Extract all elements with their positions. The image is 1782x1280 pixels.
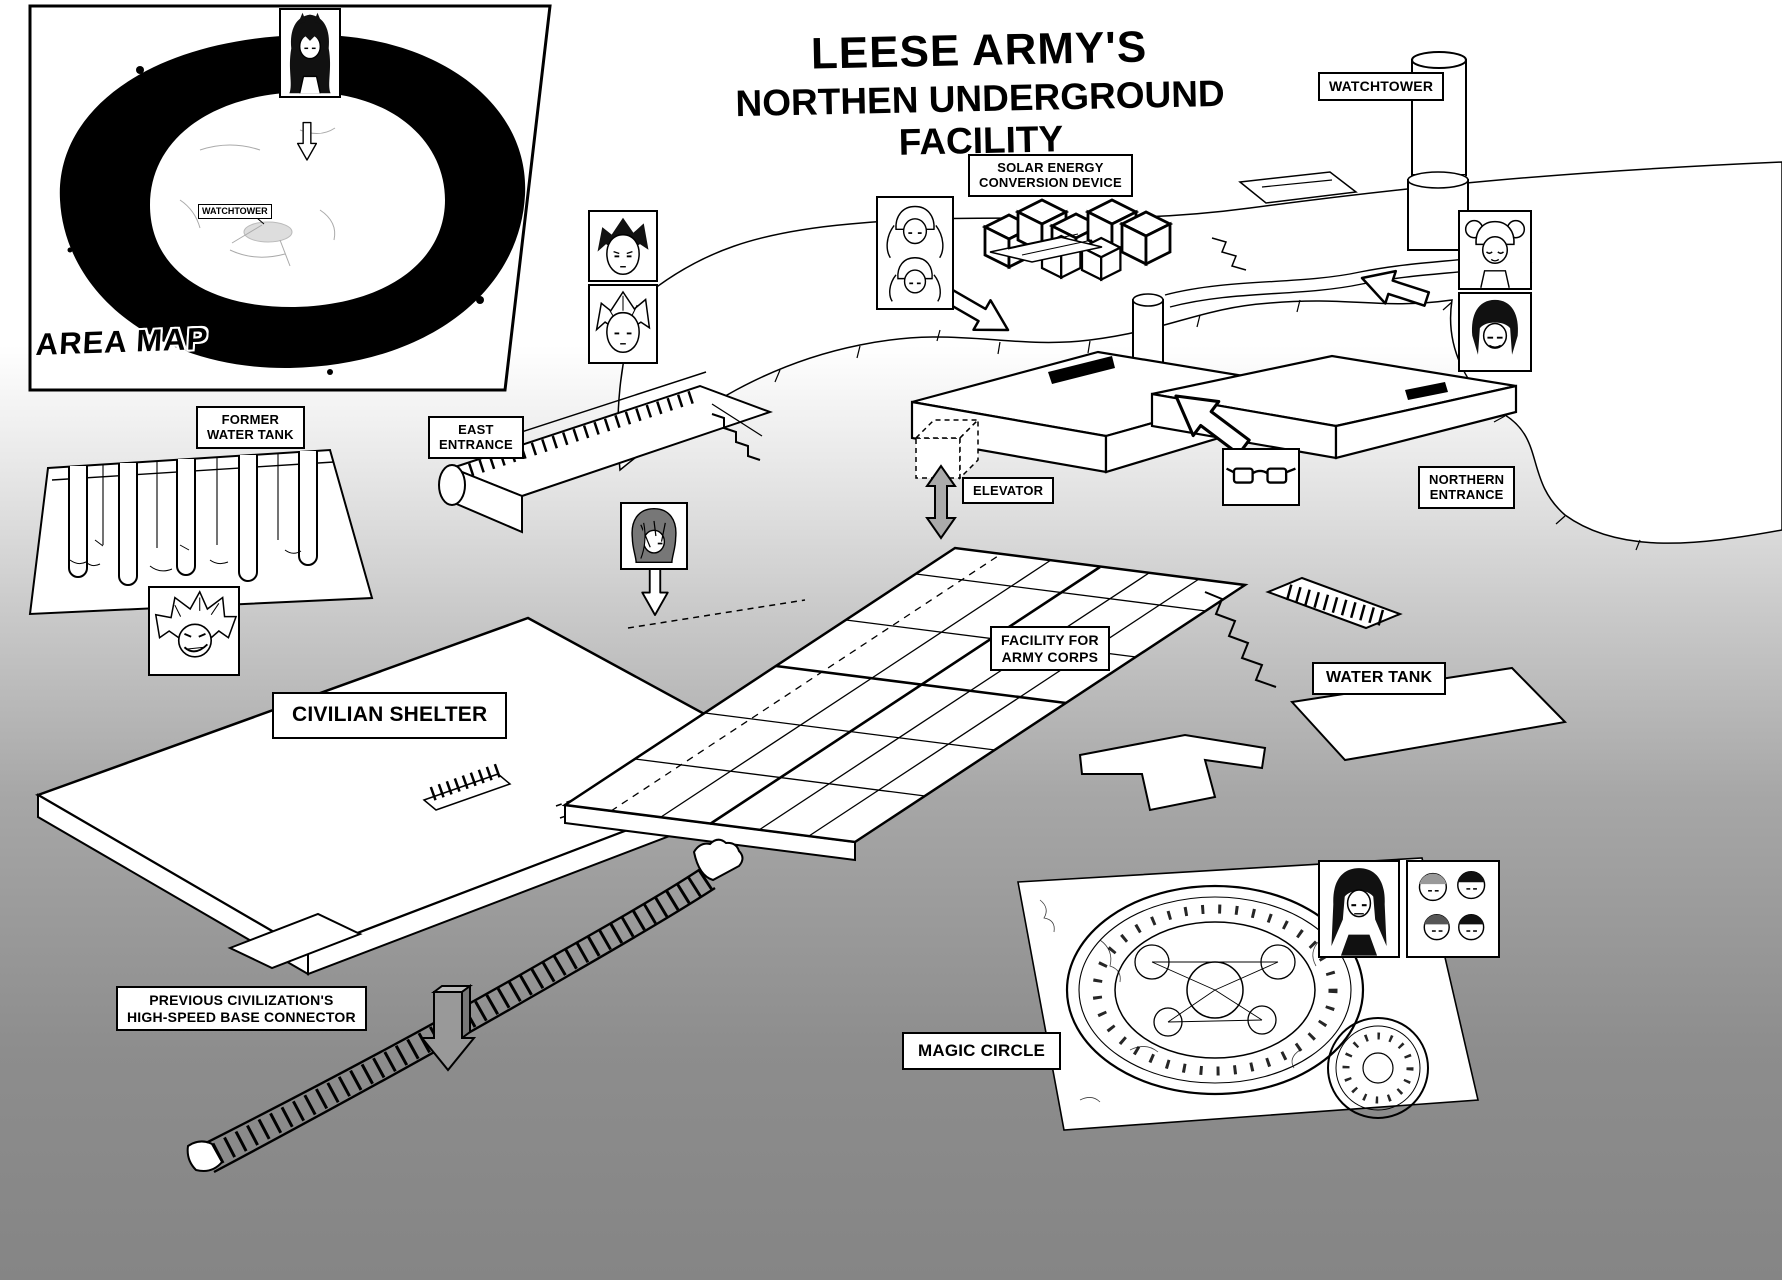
label-facility-army-corps: FACILITY FOR ARMY CORPS: [990, 626, 1110, 672]
label-watchtower: WATCHTOWER: [1318, 72, 1445, 101]
cliff-stairs: [1204, 591, 1277, 688]
label-elevator: ELEVATOR: [962, 477, 1055, 505]
fist-grip: [692, 838, 744, 882]
label-former-water-tank: FORMER WATER TANK: [196, 406, 305, 449]
crater-spray: [67, 55, 505, 375]
label-northern-entrance: NORTHERN ENTRANCE: [1418, 466, 1516, 509]
former-water-tank-structure: [28, 448, 374, 616]
portrait-twin-girls: [876, 196, 954, 310]
shed-stairs: [711, 413, 761, 461]
plateau-terrain: [617, 161, 1782, 551]
fist-grip-2: [186, 1140, 224, 1172]
connector-down-arrow: [419, 991, 477, 1072]
label-solar-energy: SOLAR ENERGY CONVERSION DEVICE: [968, 154, 1133, 197]
cliff-hatching: [694, 299, 1641, 551]
label-magic-circle: MAGIC CIRCLE: [902, 1032, 1062, 1071]
right-building-door: [1405, 382, 1448, 400]
area-map-title: AREA MAP: [34, 321, 210, 362]
shelter-ramp-hatch: [429, 762, 505, 801]
portrait-black-bob-girl: [1458, 292, 1532, 372]
debris-scribbles: [69, 539, 302, 572]
map-scribbles: [179, 127, 336, 267]
label-water-tank: WATER TANK: [1312, 662, 1447, 695]
portrait-wild-grin-man: [148, 586, 240, 676]
label-east-entrance: EAST ENTRANCE: [428, 416, 524, 459]
elevator-cube: [914, 418, 980, 540]
glasses-icon-box: [1222, 448, 1300, 506]
portrait-area-map-character: [279, 8, 341, 98]
walkway-hatch: [1285, 584, 1385, 626]
portrait-long-black-hair-man: [1318, 860, 1400, 958]
portrait-spiky-dark-hair: [588, 210, 658, 282]
railway-bridge: [186, 838, 744, 1174]
water-tank-structure: [1078, 576, 1568, 812]
solar-device: [983, 198, 1172, 281]
portrait-hair-over-eye-girl: [620, 502, 688, 570]
label-base-connector: PREVIOUS CIVILIZATION'S HIGH-SPEED BASE …: [116, 986, 367, 1032]
portrait-bun-hair-girl: [1458, 210, 1532, 290]
plateau-stairs: [1211, 237, 1247, 271]
crater-ring: [59, 34, 526, 369]
center-building-door: [1048, 356, 1115, 384]
elevator-updown-arrow: [925, 464, 957, 540]
area-map-watchtower-label: WATCHTOWER: [198, 204, 272, 219]
civilian-shelter-structure: [35, 616, 801, 976]
portrait-chibi-group: [1406, 860, 1500, 958]
page-title: LEESE ARMY'S NORTHEN UNDERGROUND FACILIT…: [689, 20, 1272, 168]
helipad: [1238, 171, 1358, 204]
east-entrance-shed: [438, 371, 773, 534]
label-civilian-shelter: CIVILIAN SHELTER: [272, 692, 508, 739]
portrait-spiky-white-hair: [588, 284, 658, 364]
glasses-icon: [1226, 467, 1296, 484]
area-map-panel: [28, 4, 552, 392]
